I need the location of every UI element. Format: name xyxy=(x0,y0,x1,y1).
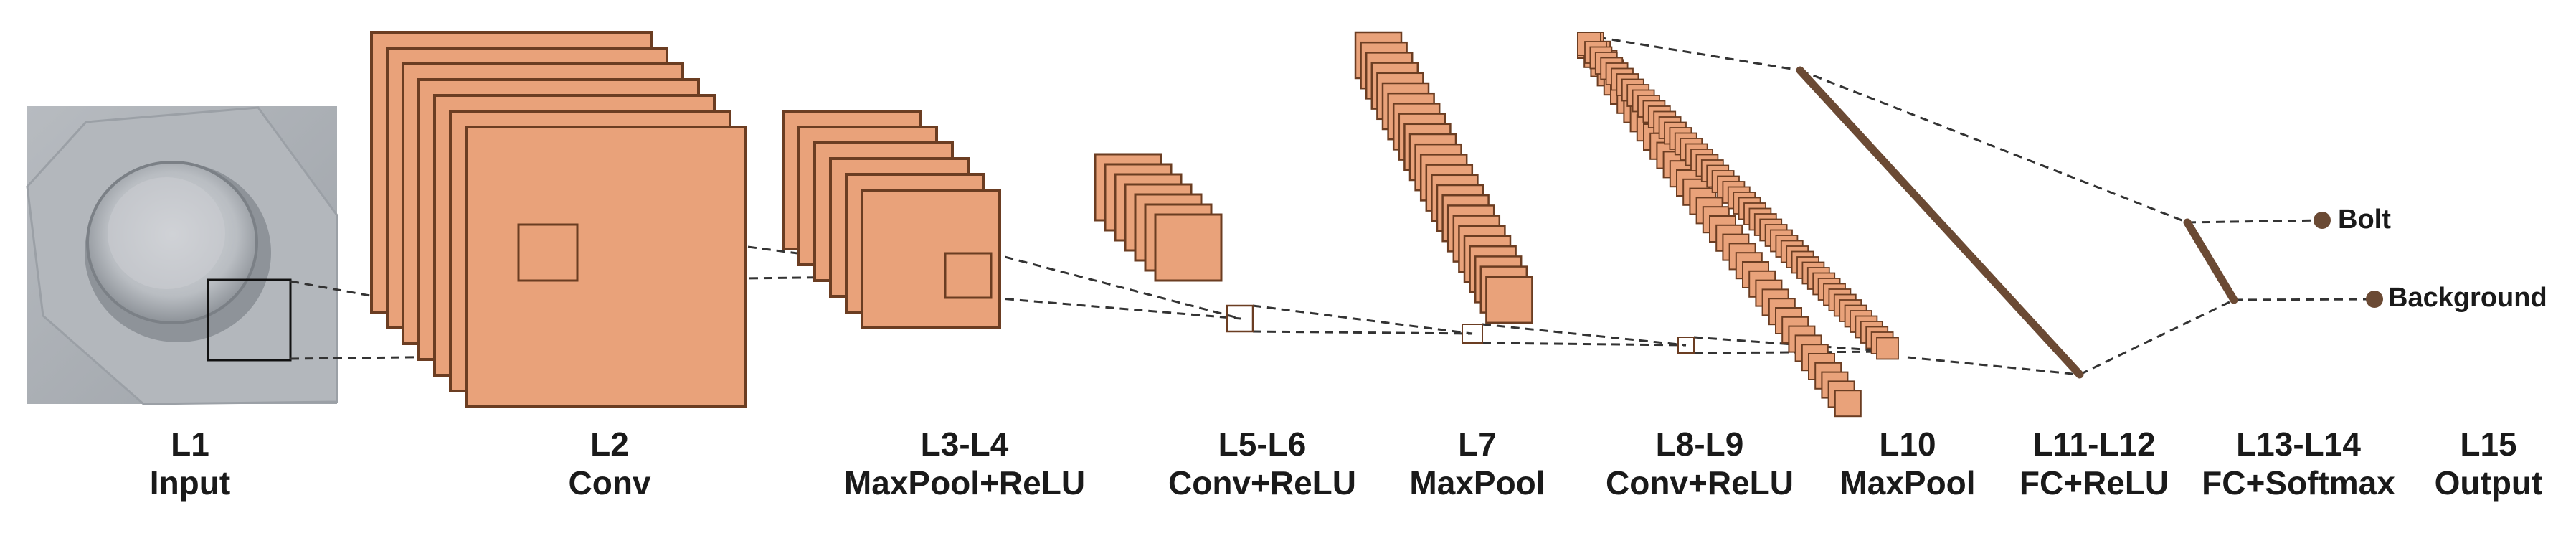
dashed-connection xyxy=(990,296,1241,320)
layer-name: FC+ReLU xyxy=(2019,464,2169,502)
layer-name: Output xyxy=(2434,464,2543,502)
input-image xyxy=(26,106,338,405)
dashed-connection xyxy=(1799,69,2188,224)
layer-id: L8-L9 xyxy=(1655,425,1744,463)
layer-name: MaxPool xyxy=(1839,464,1976,502)
dashed-connection xyxy=(2079,298,2235,376)
dashed-connection xyxy=(2187,219,2323,224)
layer-name: Conv+ReLU xyxy=(1606,464,1794,502)
layer-id: L15 xyxy=(2460,425,2517,463)
output-node-background xyxy=(2366,291,2383,308)
layer-id: L5-L6 xyxy=(1218,425,1307,463)
layer-name: Conv xyxy=(568,464,651,502)
layer-id: L3-L4 xyxy=(920,425,1009,463)
feature-maps xyxy=(370,31,1899,418)
fc-relu-layer xyxy=(1796,66,2084,379)
patch-boxes xyxy=(517,223,1695,354)
layer-label-l8-l9: L8-L9 Conv+ReLU xyxy=(1578,425,1822,502)
dashed-connection xyxy=(1482,323,1687,347)
layer-label-l15: L15 Output xyxy=(2417,425,2560,502)
dashed-connection xyxy=(1693,350,1894,354)
layer-label-l7: L7 MaxPool xyxy=(1398,425,1556,502)
conv-feature-map xyxy=(465,126,747,408)
maxpool-l10-map xyxy=(1876,337,1899,360)
layer-name: MaxPool+ReLU xyxy=(843,464,1086,502)
conv-relu-deep-feature-map xyxy=(1834,390,1862,418)
layer-name: FC+Softmax xyxy=(2202,464,2395,502)
output-label-bolt: Bolt xyxy=(2338,204,2391,235)
layer-label-l11-l12: L11-L12 FC+ReLU xyxy=(2008,425,2180,502)
layer-label-l2: L2 Conv xyxy=(531,425,688,502)
layer-name: Conv+ReLU xyxy=(1168,464,1356,502)
dashed-connection xyxy=(1252,304,1473,335)
layer-label-l5-l6: L5-L6 Conv+ReLU xyxy=(1140,425,1384,502)
l8-patch-box xyxy=(1677,337,1695,354)
input-patch-box xyxy=(207,278,292,362)
layer-label-l1: L1 Input xyxy=(118,425,262,502)
output-label-background: Background xyxy=(2388,283,2547,313)
maxpool-relu-feature-map xyxy=(861,189,1001,329)
layer-id: L1 xyxy=(171,425,209,463)
dashed-connection xyxy=(1693,336,1894,353)
dashed-connection xyxy=(1907,356,2080,376)
layer-id: L2 xyxy=(590,425,629,463)
dashed-connection xyxy=(1482,342,1687,347)
layer-label-l13-l14: L13-L14 FC+Softmax xyxy=(2191,425,2406,502)
layer-name: Input xyxy=(149,464,231,502)
l7-patch-box xyxy=(1462,324,1483,344)
layer-name: MaxPool xyxy=(1409,464,1545,502)
layer-label-l10: L10 MaxPool xyxy=(1829,425,1987,502)
dashed-connection xyxy=(1597,36,1801,72)
layer-id: L10 xyxy=(1879,425,1936,463)
dashed-connection xyxy=(1252,330,1473,335)
conv-relu-feature-map xyxy=(1154,213,1223,282)
maxpool-feature-map xyxy=(1485,276,1533,324)
output-node-bolt xyxy=(2314,212,2331,229)
l5-patch-box xyxy=(1226,304,1254,333)
l2-patch-box xyxy=(517,223,579,282)
fc-softmax-layer xyxy=(2183,218,2238,304)
layer-id: L13-L14 xyxy=(2236,425,2361,463)
dashed-connection xyxy=(2233,298,2372,301)
fc-layers xyxy=(1796,66,2383,379)
layer-id: L11-L12 xyxy=(2032,425,2156,463)
layer-id: L7 xyxy=(1458,425,1497,463)
l3-patch-box xyxy=(944,252,993,299)
layer-label-l3-l4: L3-L4 MaxPool+ReLU xyxy=(828,425,1101,502)
